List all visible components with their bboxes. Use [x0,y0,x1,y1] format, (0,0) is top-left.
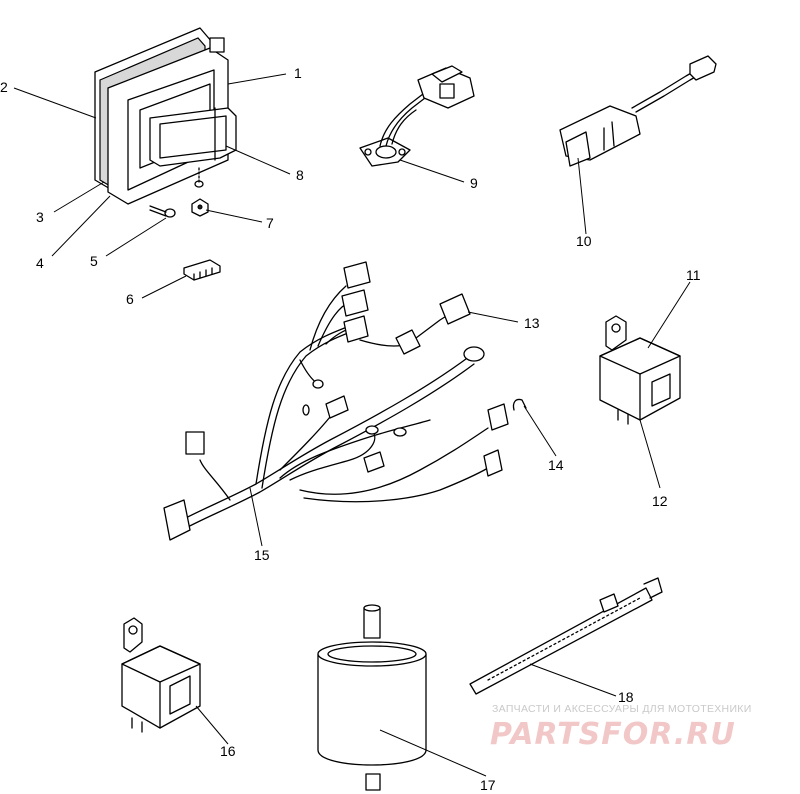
callout-18: 18 [618,689,634,705]
callout-13: 13 [524,315,540,331]
part-11-relay [599,315,681,425]
callout-15: 15 [254,547,270,563]
callout-4: 4 [36,255,44,271]
callout-2: 2 [0,79,8,95]
part-10-sensor [559,55,717,167]
callout-10: 10 [576,233,592,249]
callout-16: 16 [220,743,236,759]
callout-14: 14 [548,457,564,473]
callout-17: 17 [480,777,496,793]
part-16-relay [121,617,201,733]
callout-11: 11 [686,267,701,283]
part-6-connector [183,259,221,281]
callout-numbers: 1 2 3 4 5 6 7 8 9 10 11 12 13 14 15 16 1… [0,65,701,793]
callout-5: 5 [90,253,98,269]
part-14-clip [512,398,527,411]
callout-3: 3 [36,209,44,225]
ecu-module [94,27,237,218]
part-15-harness [163,261,509,541]
callout-7: 7 [266,215,274,231]
watermark-tagline: ЗАПЧАСТИ И АКСЕССУАРЫ ДЛЯ МОТОТЕХНИКИ [492,703,752,715]
watermark: ЗАПЧАСТИ И АКСЕССУАРЫ ДЛЯ МОТОТЕХНИКИ PA… [490,703,752,752]
part-18-cable-tie [469,577,663,695]
callout-9: 9 [470,175,478,191]
part-9-sensor [359,65,475,167]
watermark-logo: PARTSFOR.RU [490,717,736,752]
callout-1: 1 [294,65,302,81]
leader-lines [13,73,691,777]
callout-12: 12 [652,493,668,509]
callout-8: 8 [296,167,304,183]
part-17-fuel-filter [317,604,427,791]
callout-6: 6 [126,291,134,307]
